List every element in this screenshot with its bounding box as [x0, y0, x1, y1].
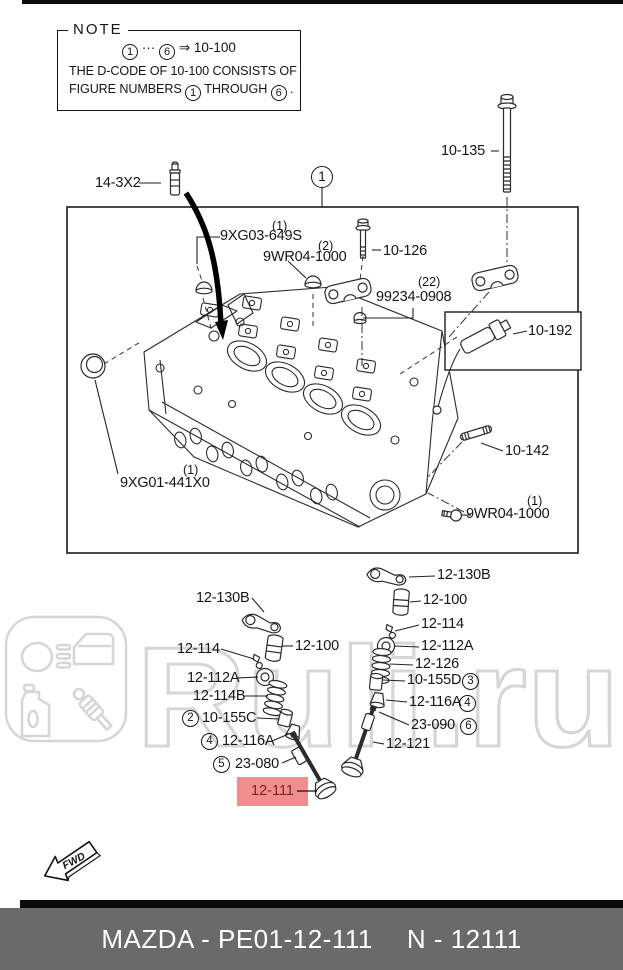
circled-number-6: 6: [159, 44, 176, 60]
note-line3: FIGURE NUMBERS 1 THROUGH 6 .: [69, 82, 294, 101]
circled-number-4b: 4: [459, 695, 476, 712]
part-glyphs: [80, 93, 521, 522]
note-line2: THE D-CODE OF 10-100 CONSISTS OF: [69, 64, 297, 78]
circled-number-1: 1: [185, 85, 202, 101]
footer-part-code: MAZDA - PE01-12-111: [101, 923, 373, 954]
top-border-strip: [22, 0, 623, 4]
coil-wire: [437, 348, 461, 408]
part-label-14-3x2: 14-3X2: [95, 175, 141, 191]
part-label-10-126: 10-126: [383, 243, 427, 259]
part-label-12-130b-left: 12-130B: [196, 590, 250, 606]
stud-10-142: [459, 425, 493, 441]
circled-number-3: 3: [462, 673, 479, 690]
part-label-12-100-right: 12-100: [423, 592, 467, 608]
part-label-9wr04-top: 9WR04-1000: [263, 249, 347, 265]
watermark-logo: [4, 615, 128, 743]
car-door-icon: [72, 632, 115, 666]
note-arrow: ⇒: [178, 40, 191, 55]
part-label-10-192: 10-192: [528, 323, 572, 339]
coil-10-192: [460, 319, 512, 354]
part-label-12-121: 12-121: [386, 736, 430, 752]
install-arrow: [183, 191, 228, 340]
bolt-10-135: [497, 93, 517, 193]
part-label-9wr04-bottom: 9WR04-1000: [466, 506, 550, 522]
bolt-9wr04-bottom: [441, 509, 463, 522]
oil-can-icon: [20, 683, 51, 738]
part-qty-9xg01: (1): [183, 463, 199, 477]
footer-bar: MAZDA - PE01-12-111 N - 12111: [0, 908, 623, 970]
highlight-box: [237, 777, 308, 806]
part-label-12-116a-right: 12-116A: [409, 694, 462, 710]
part-label-12-116a-left: 12-116A: [222, 733, 275, 749]
leader-lines: [94, 150, 528, 792]
part-label-10-155d: 10-155D: [407, 672, 462, 688]
part-label-10-135: 10-135: [441, 143, 485, 159]
dome-9xg03: [195, 281, 213, 295]
bottom-border-strip: [20, 900, 623, 908]
part-label-9xg01-441x0: 9XG01-441X0: [120, 475, 210, 491]
part-label-23-080: 23-080: [235, 756, 279, 772]
part-label-23-090: 23-090: [411, 717, 455, 733]
circled-number-6: 6: [270, 85, 287, 101]
part-label-9xg03-649s: 9XG03-649S: [220, 228, 302, 244]
note-dots: ···: [141, 40, 156, 55]
part-label-12-114-right: 12-114: [421, 616, 464, 632]
circled-number-5: 5: [213, 756, 230, 773]
cam-cap-2: [469, 263, 521, 293]
part-label-12-100-left: 12-100: [295, 638, 339, 654]
figure-balloon-1: 1: [311, 166, 333, 188]
part-qty-9wr04-bottom: (1): [527, 494, 543, 508]
part-label-10-142: 10-142: [505, 443, 549, 459]
stud-14-3x2: [169, 161, 181, 196]
part-label-12-114b: 12-114B: [193, 688, 246, 704]
note-box: NOTE 1 ··· 6 ⇒ 10-100 THE D-CODE OF 10-1…: [57, 21, 301, 111]
cylinder-head-drawing: [143, 286, 459, 528]
footer-number: N - 12111: [406, 923, 522, 954]
dome-9wr04: [304, 275, 322, 289]
headlight-icon: [20, 641, 72, 673]
part-qty-9wr04-top: (2): [318, 239, 334, 253]
part-label-12-126: 12-126: [415, 656, 459, 672]
circled-number-1: 1: [122, 44, 139, 60]
circled-number-4: 4: [201, 733, 218, 750]
circled-number-2: 2: [182, 710, 199, 727]
part-qty-99234: (22): [418, 275, 441, 289]
fwd-arrow-icon: FWD: [43, 840, 102, 882]
part-label-12-130b-right: 12-130B: [437, 567, 491, 583]
bolt-10-126: [355, 218, 371, 259]
note-rule-line: 1 ··· 6 ⇒ 10-100: [58, 40, 300, 60]
shock-absorber-icon: [72, 687, 114, 732]
plug-9xg01: [80, 353, 106, 379]
part-label-12-111-highlighted: 12-111: [251, 783, 294, 799]
part-label-99234-0908: 99234-0908: [376, 289, 452, 305]
part-label-10-155c: 10-155C: [202, 710, 257, 726]
circled-number-6b: 6: [460, 718, 477, 735]
part-label-12-114-left: 12-114: [177, 641, 220, 657]
part-label-12-112a-right: 12-112A: [421, 638, 474, 654]
part-qty-9xg03: (1): [272, 219, 288, 233]
part-label-12-112a-left: 12-112A: [187, 670, 240, 686]
plug-hole: [432, 405, 442, 415]
note-title: NOTE: [68, 21, 128, 38]
assembly-dash-lines: [103, 197, 508, 513]
note-code: 10-100: [193, 40, 236, 55]
